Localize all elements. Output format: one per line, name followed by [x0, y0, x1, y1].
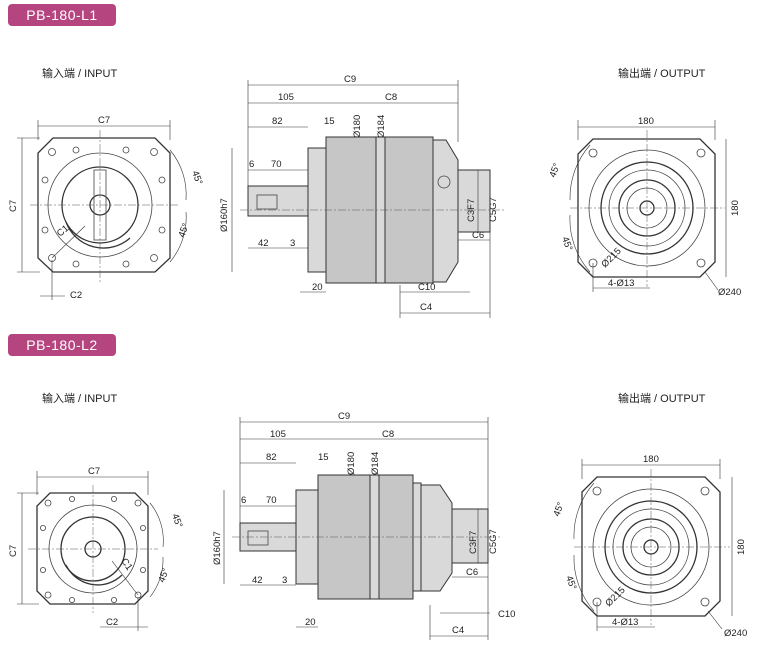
input-view: C7 C7 45° 45° C1 C2: [8, 466, 184, 631]
output-view: 180 180 45° 45° Ø215 4-Ø13 Ø240: [547, 116, 741, 298]
svg-text:C3F7: C3F7: [466, 199, 477, 222]
svg-text:45°: 45°: [551, 501, 566, 518]
svg-text:45°: 45°: [156, 567, 171, 584]
svg-text:Ø180: Ø180: [346, 452, 357, 475]
svg-text:105: 105: [270, 429, 286, 440]
svg-text:Ø240: Ø240: [718, 287, 741, 298]
svg-text:45°: 45°: [563, 574, 578, 591]
svg-text:70: 70: [271, 159, 282, 170]
svg-text:20: 20: [312, 282, 323, 293]
side-view: C9 105 C8 82 15 Ø180 Ø184 6 70 Ø160h7 42…: [219, 74, 505, 318]
svg-text:C8: C8: [382, 429, 394, 440]
svg-text:C6: C6: [472, 230, 484, 241]
svg-text:Ø184: Ø184: [370, 452, 381, 475]
svg-text:70: 70: [266, 495, 277, 506]
model-badge-l2: PB-180-L2: [8, 334, 116, 356]
svg-text:C9: C9: [338, 411, 350, 422]
svg-text:C4: C4: [420, 302, 432, 313]
svg-text:C5G7: C5G7: [488, 197, 499, 222]
svg-text:42: 42: [258, 238, 269, 249]
svg-text:C2: C2: [70, 290, 82, 301]
output-view: 180 180 45° 45° Ø215 4-Ø13 Ø240: [551, 454, 747, 639]
svg-text:C10: C10: [498, 609, 515, 620]
svg-text:42: 42: [252, 575, 263, 586]
svg-text:C1: C1: [119, 556, 135, 572]
svg-text:45°: 45°: [189, 169, 204, 186]
svg-text:4-Ø13: 4-Ø13: [612, 617, 638, 628]
svg-text:Ø215: Ø215: [599, 246, 623, 270]
model-badge-l1: PB-180-L1: [8, 4, 116, 26]
svg-text:6: 6: [249, 159, 254, 170]
svg-text:C2: C2: [106, 617, 118, 628]
svg-text:82: 82: [266, 452, 277, 463]
svg-text:Ø160h7: Ø160h7: [212, 531, 223, 565]
svg-text:15: 15: [324, 116, 335, 127]
side-view: C9 105 C8 82 15 Ø180 Ø184 6 70 Ø160h7 42…: [212, 411, 515, 640]
svg-text:C7: C7: [88, 466, 100, 477]
svg-text:3: 3: [282, 575, 287, 586]
svg-text:20: 20: [305, 617, 316, 628]
drawing-l2: 输入端 / INPUT 输出端 / OUTPUT C7 C7 45° 45° C…: [8, 391, 747, 640]
svg-text:4-Ø13: 4-Ø13: [608, 278, 634, 289]
input-title: 输入端 / INPUT: [42, 391, 117, 405]
svg-text:82: 82: [272, 116, 283, 127]
svg-text:C6: C6: [466, 567, 478, 578]
svg-text:Ø184: Ø184: [376, 115, 387, 138]
svg-text:45°: 45°: [559, 235, 574, 252]
svg-text:C7: C7: [8, 200, 19, 212]
svg-text:C1: C1: [55, 223, 71, 239]
svg-text:45°: 45°: [169, 512, 184, 529]
svg-text:C8: C8: [385, 92, 397, 103]
svg-text:180: 180: [730, 200, 741, 216]
input-view: C7 C7 45° 45° C1 C2: [8, 115, 204, 301]
svg-text:C7: C7: [98, 115, 110, 126]
output-title: 输出端 / OUTPUT: [618, 66, 706, 80]
svg-text:C10: C10: [418, 282, 435, 293]
svg-text:Ø215: Ø215: [603, 585, 627, 609]
input-title: 输入端 / INPUT: [42, 66, 117, 80]
svg-text:105: 105: [278, 92, 294, 103]
svg-text:180: 180: [638, 116, 654, 127]
svg-text:C9: C9: [344, 74, 356, 85]
svg-text:180: 180: [736, 539, 747, 555]
output-title: 输出端 / OUTPUT: [618, 391, 706, 405]
svg-text:C3F7: C3F7: [468, 531, 479, 554]
svg-text:C7: C7: [8, 545, 19, 557]
svg-text:45°: 45°: [547, 162, 562, 179]
svg-text:3: 3: [290, 238, 295, 249]
svg-text:180: 180: [643, 454, 659, 465]
svg-text:C4: C4: [452, 625, 464, 636]
svg-text:6: 6: [241, 495, 246, 506]
svg-text:Ø180: Ø180: [352, 115, 363, 138]
svg-text:Ø160h7: Ø160h7: [219, 198, 230, 232]
drawing-l1: 输入端 / INPUT 输出端 / OUTPUT C7 C7 45° 45° C…: [8, 66, 741, 318]
svg-text:Ø240: Ø240: [724, 628, 747, 639]
svg-text:15: 15: [318, 452, 329, 463]
svg-text:45°: 45°: [176, 222, 191, 239]
svg-text:C5G7: C5G7: [488, 529, 499, 554]
